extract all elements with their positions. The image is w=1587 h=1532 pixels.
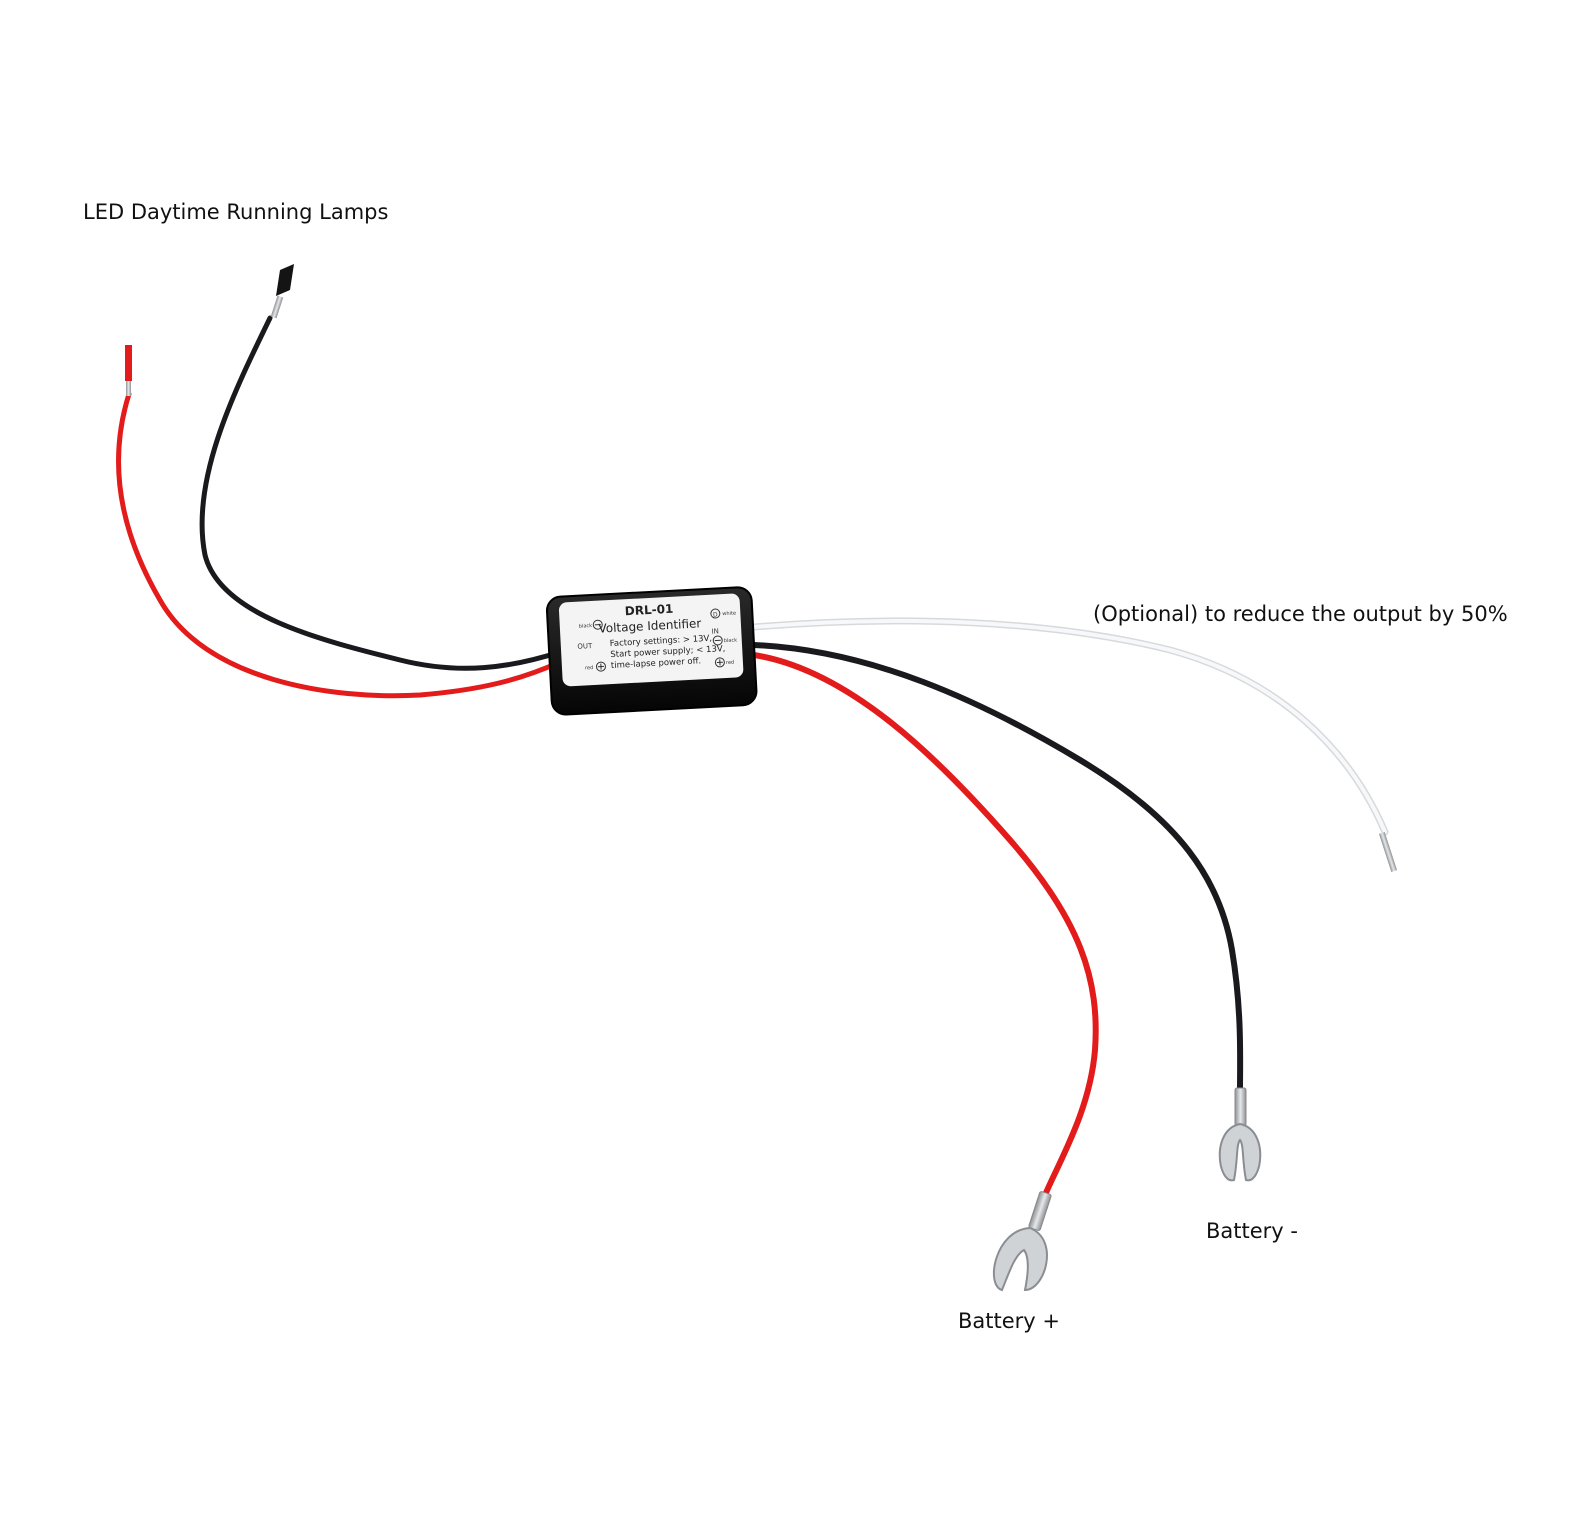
module-tag-black: black bbox=[579, 623, 593, 630]
left-black-wire-tip bbox=[276, 264, 294, 296]
right-black-wire bbox=[754, 645, 1240, 1090]
right-white-wire-conductor bbox=[1379, 832, 1397, 872]
left-red-wire-conductor bbox=[126, 381, 131, 396]
drl-module: DRL-01 Voltage Identifier OUT IN Factory… bbox=[546, 587, 757, 716]
label-optional-reduce-output: (Optional) to reduce the output by 50% bbox=[1093, 604, 1508, 625]
label-battery-negative: Battery - bbox=[1206, 1221, 1298, 1242]
svg-text:D: D bbox=[713, 611, 718, 618]
left-black-wire bbox=[202, 264, 560, 668]
module-tag-white: white bbox=[722, 610, 736, 617]
module-out-label: OUT bbox=[577, 642, 593, 651]
module-tag-red: red bbox=[585, 665, 594, 671]
module-tag-black-in: black bbox=[724, 637, 738, 644]
module-tag-red-in: red bbox=[726, 660, 735, 666]
module-model: DRL-01 bbox=[624, 602, 673, 619]
left-black-wire-conductor bbox=[271, 296, 284, 319]
battery-pos-terminal bbox=[994, 1191, 1052, 1290]
module-in-label: IN bbox=[711, 627, 719, 635]
battery-neg-terminal bbox=[1220, 1088, 1261, 1180]
label-battery-positive: Battery + bbox=[958, 1311, 1060, 1332]
label-led-daytime-running-lamps: LED Daytime Running Lamps bbox=[83, 202, 388, 223]
left-red-wire-tip bbox=[125, 345, 132, 381]
